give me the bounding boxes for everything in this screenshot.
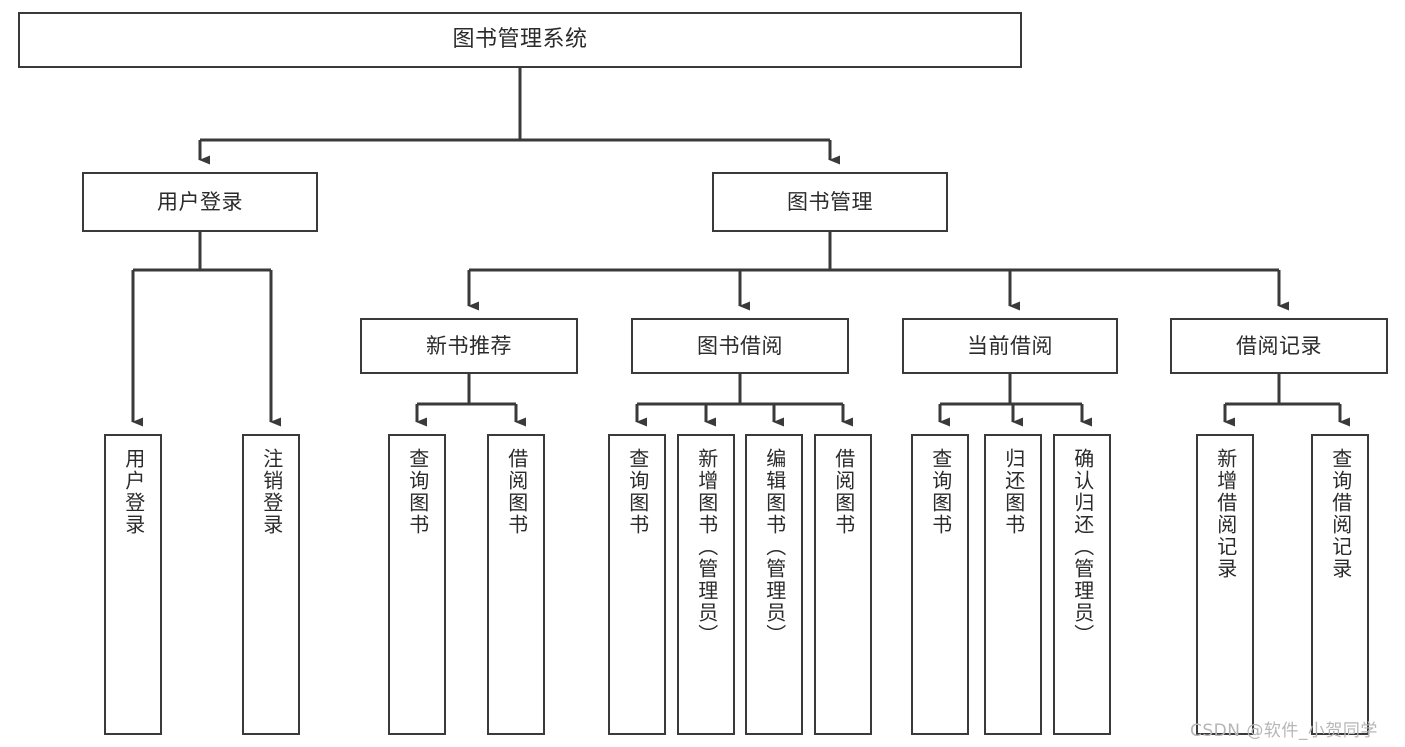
node-leaf-query-record[interactable]: 查询借阅记录 bbox=[1311, 434, 1369, 735]
node-leaf-edit-book[interactable]: 编辑图书（管理员） bbox=[745, 434, 803, 735]
node-leaf-user-login[interactable]: 用户登录 bbox=[104, 434, 162, 735]
node-leaf-borrow-book-2-label: 借阅图书 bbox=[831, 448, 856, 536]
node-user-login-label: 用户登录 bbox=[157, 189, 243, 214]
node-book-manage[interactable]: 图书管理 bbox=[712, 172, 948, 232]
node-leaf-query-record-label: 查询借阅记录 bbox=[1328, 448, 1353, 580]
node-borrow-record-label: 借阅记录 bbox=[1236, 333, 1322, 358]
node-leaf-borrow-book-1-label: 借阅图书 bbox=[504, 448, 529, 536]
node-book-borrow-label: 图书借阅 bbox=[697, 333, 783, 358]
node-leaf-user-logout-label: 注销登录 bbox=[259, 448, 284, 536]
node-leaf-query-book-1-label: 查询图书 bbox=[405, 448, 430, 536]
node-leaf-query-book-1[interactable]: 查询图书 bbox=[388, 434, 446, 735]
node-new-book-recommend-label: 新书推荐 bbox=[426, 333, 512, 358]
node-leaf-edit-book-label: 编辑图书（管理员） bbox=[762, 448, 787, 646]
node-leaf-user-logout[interactable]: 注销登录 bbox=[242, 434, 300, 735]
node-leaf-confirm-return-label: 确认归还（管理员） bbox=[1070, 448, 1095, 646]
node-leaf-add-record-label: 新增借阅记录 bbox=[1213, 448, 1238, 580]
node-leaf-user-login-label: 用户登录 bbox=[121, 448, 146, 536]
node-new-book-recommend[interactable]: 新书推荐 bbox=[360, 318, 578, 374]
node-leaf-query-book-3-label: 查询图书 bbox=[928, 448, 953, 536]
node-leaf-return-book[interactable]: 归还图书 bbox=[984, 434, 1042, 735]
node-root-system[interactable]: 图书管理系统 bbox=[18, 12, 1022, 68]
node-book-manage-label: 图书管理 bbox=[787, 189, 873, 214]
node-leaf-borrow-book-1[interactable]: 借阅图书 bbox=[487, 434, 545, 735]
csdn-watermark: CSDN @软件_小贺同学 bbox=[1190, 721, 1378, 741]
node-leaf-query-book-2-label: 查询图书 bbox=[625, 448, 650, 536]
node-leaf-add-book[interactable]: 新增图书（管理员） bbox=[677, 434, 735, 735]
node-leaf-add-book-label: 新增图书（管理员） bbox=[694, 448, 719, 646]
node-leaf-query-book-3[interactable]: 查询图书 bbox=[911, 434, 969, 735]
node-user-login[interactable]: 用户登录 bbox=[82, 172, 318, 232]
node-leaf-query-book-2[interactable]: 查询图书 bbox=[608, 434, 666, 735]
node-leaf-confirm-return[interactable]: 确认归还（管理员） bbox=[1053, 434, 1111, 735]
node-leaf-add-record[interactable]: 新增借阅记录 bbox=[1196, 434, 1254, 735]
node-leaf-borrow-book-2[interactable]: 借阅图书 bbox=[814, 434, 872, 735]
node-leaf-return-book-label: 归还图书 bbox=[1001, 448, 1026, 536]
node-current-borrow-label: 当前借阅 bbox=[967, 333, 1053, 358]
node-borrow-record[interactable]: 借阅记录 bbox=[1170, 318, 1388, 374]
node-root-system-label: 图书管理系统 bbox=[452, 27, 588, 53]
node-current-borrow[interactable]: 当前借阅 bbox=[902, 318, 1118, 374]
node-book-borrow[interactable]: 图书借阅 bbox=[631, 318, 849, 374]
